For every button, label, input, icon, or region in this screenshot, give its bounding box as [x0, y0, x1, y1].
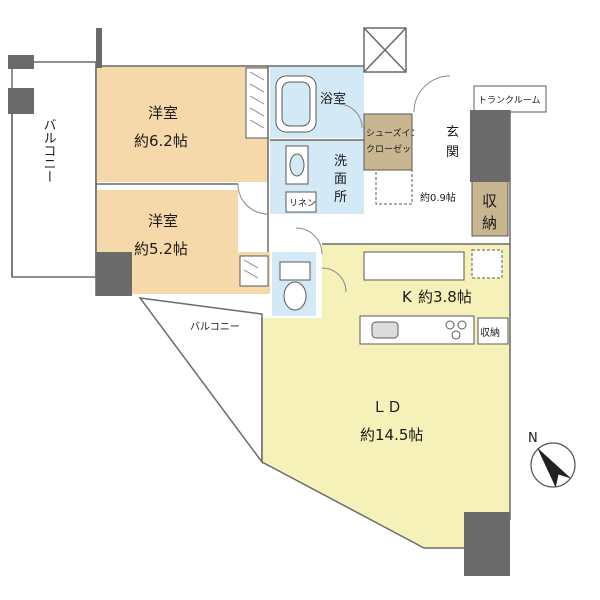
washroom-char-3: 所: [334, 190, 347, 205]
trunk-room-name: トランクルーム: [478, 95, 540, 106]
bathtub-inner: [281, 81, 311, 127]
bedroom-1-area: [96, 66, 268, 182]
entrance-door-swing: [413, 75, 451, 113]
trunk-room-area: [473, 85, 547, 113]
washer-pan: [375, 169, 413, 205]
ld-door-swing: [321, 267, 347, 293]
fridge-space: [471, 249, 503, 279]
bedroom-1-name: 洋室: [148, 104, 178, 122]
balcony-main-label: バルコニー: [41, 118, 57, 183]
stove-burner-1: [445, 320, 455, 330]
balcony-column-mid: [8, 88, 34, 114]
bedroom-2-size: 約5.2帖: [134, 240, 188, 258]
kitchen-storage-name: 収納: [480, 326, 500, 339]
washroom-char-2: 面: [334, 172, 347, 187]
balcony-main-text: バルコニー: [41, 118, 57, 183]
wall-bedroom1-top-stub: [96, 28, 102, 68]
pipe-space-cross: [363, 27, 407, 73]
shoe-closet-line-1: シューズイン: [366, 127, 420, 139]
compass-label: N: [528, 431, 538, 446]
entrance-size: 約0.9帖: [420, 191, 456, 204]
pipe-space: [363, 27, 407, 73]
bedroom-1-closet-doors: [249, 71, 265, 129]
wall-ld-diagonal: [261, 461, 425, 549]
entrance-area: [414, 112, 470, 206]
wall-column-right: [470, 110, 510, 182]
balcony-column-top: [8, 55, 34, 69]
stove-burner-2: [457, 320, 467, 330]
living-dining-name: ＬＤ: [372, 398, 402, 416]
kitchen-storage: [477, 317, 509, 345]
kitchen-name: K: [402, 288, 413, 306]
stove-burner-3: [451, 330, 461, 340]
compass-arrow-icon: [537, 447, 572, 488]
bedroom-1-door-swing: [237, 183, 269, 215]
bath-name: 浴室: [320, 91, 346, 107]
linen-name: リネン: [289, 198, 316, 209]
bath-door-swing: [337, 103, 363, 129]
bedroom-1-closet: [245, 67, 269, 139]
living-dining-size: 約14.5帖: [360, 426, 423, 444]
toilet-tank: [279, 261, 311, 281]
storage-char-1: 収: [482, 192, 497, 210]
kitchen-sink: [371, 321, 399, 339]
bedroom-1-size: 約6.2帖: [134, 132, 188, 150]
bedroom-2-closet: [239, 255, 269, 287]
wash-basin-bowl: [289, 153, 305, 177]
balcony-side-name: バルコニー: [190, 321, 240, 333]
toilet-bowl: [283, 281, 307, 311]
bedroom-2-name: 洋室: [148, 212, 178, 230]
compass-ring: [530, 442, 576, 488]
wall-column-bottom-right: [464, 512, 510, 576]
entrance-char-1: 玄: [446, 125, 459, 140]
linen-closet: [285, 191, 317, 213]
kitchen-back-counter: [363, 251, 465, 281]
hall-door-swing: [295, 227, 323, 255]
shoe-closet-line-2: クローゼット: [366, 143, 420, 155]
wall-column-left: [96, 252, 132, 296]
storage-char-2: 納: [482, 214, 497, 232]
shoe-closet-area: [363, 113, 413, 171]
entrance-char-2: 関: [446, 145, 459, 160]
kitchen-size: 約3.8帖: [418, 288, 472, 306]
bedroom-2-closet-doors: [243, 259, 259, 279]
storage-area: [471, 179, 509, 237]
compass: N: [528, 431, 576, 488]
washroom-char-1: 洗: [334, 154, 347, 169]
washroom-area: [270, 140, 364, 214]
